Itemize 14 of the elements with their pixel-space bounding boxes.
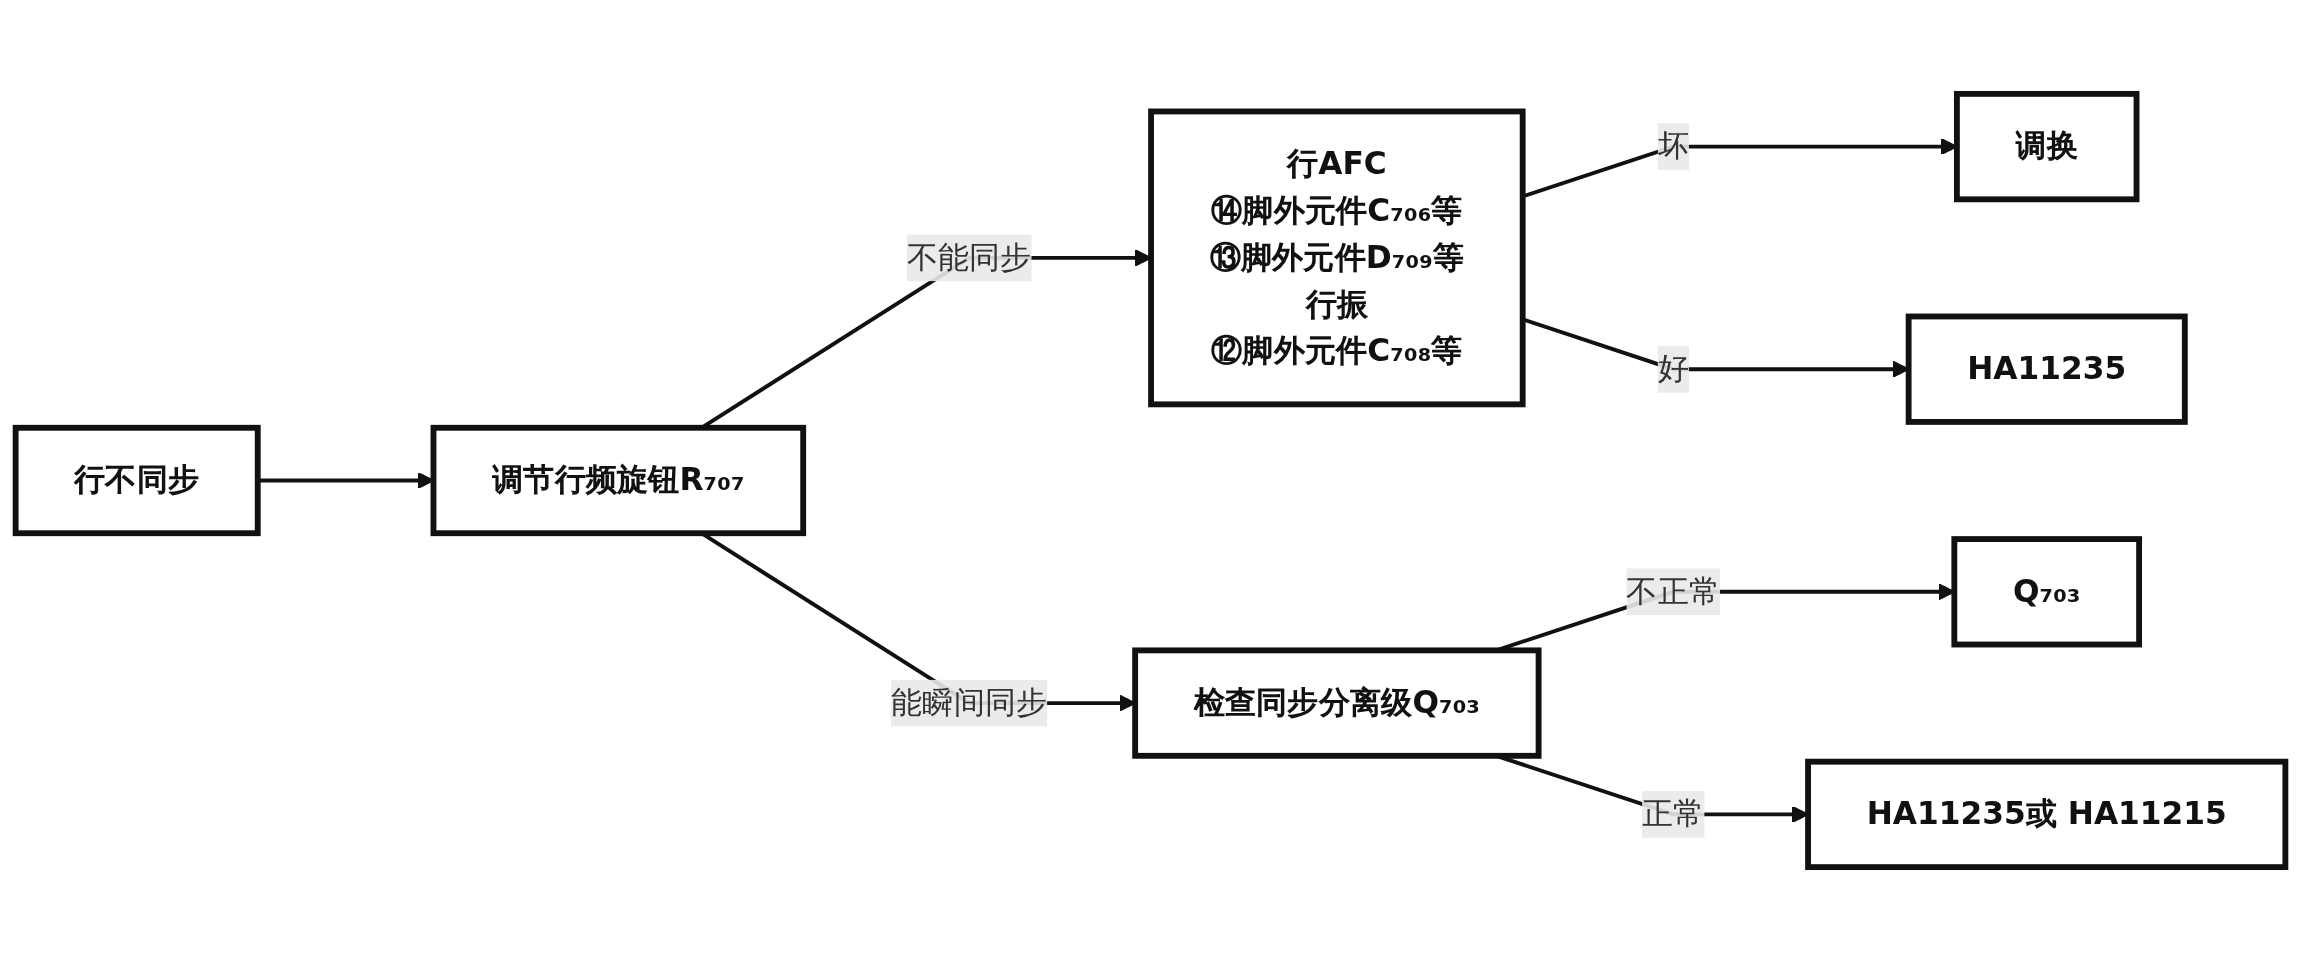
node-box: Q₇₀₃ — [1951, 536, 2143, 648]
node-box: 调换 — [1953, 90, 2140, 203]
node-box: 行不同步 — [12, 424, 261, 537]
node-box: HA11235 — [1905, 313, 2188, 425]
node-box: 调节行频旋钮R₇₀₇ — [430, 424, 807, 537]
edge-label: 正常 — [1642, 794, 1705, 832]
edge-label: 坏 — [1657, 127, 1689, 165]
edge-label: 不能同步 — [906, 238, 1032, 276]
node-box: 行AFC ⑭脚外元件C₇₀₆等 ⑬脚外元件D₇₀₉等 行振 ⑫脚外元件C₇₀₈等 — [1148, 108, 1526, 408]
edge-label: 能瞬间同步 — [891, 683, 1048, 721]
node-box: HA11235或 HA11215 — [1805, 758, 2289, 871]
edge-label: 不正常 — [1626, 572, 1721, 610]
node-box: 检查同步分离级Q₇₀₃ — [1132, 647, 1542, 759]
edge-label: 好 — [1657, 349, 1689, 387]
